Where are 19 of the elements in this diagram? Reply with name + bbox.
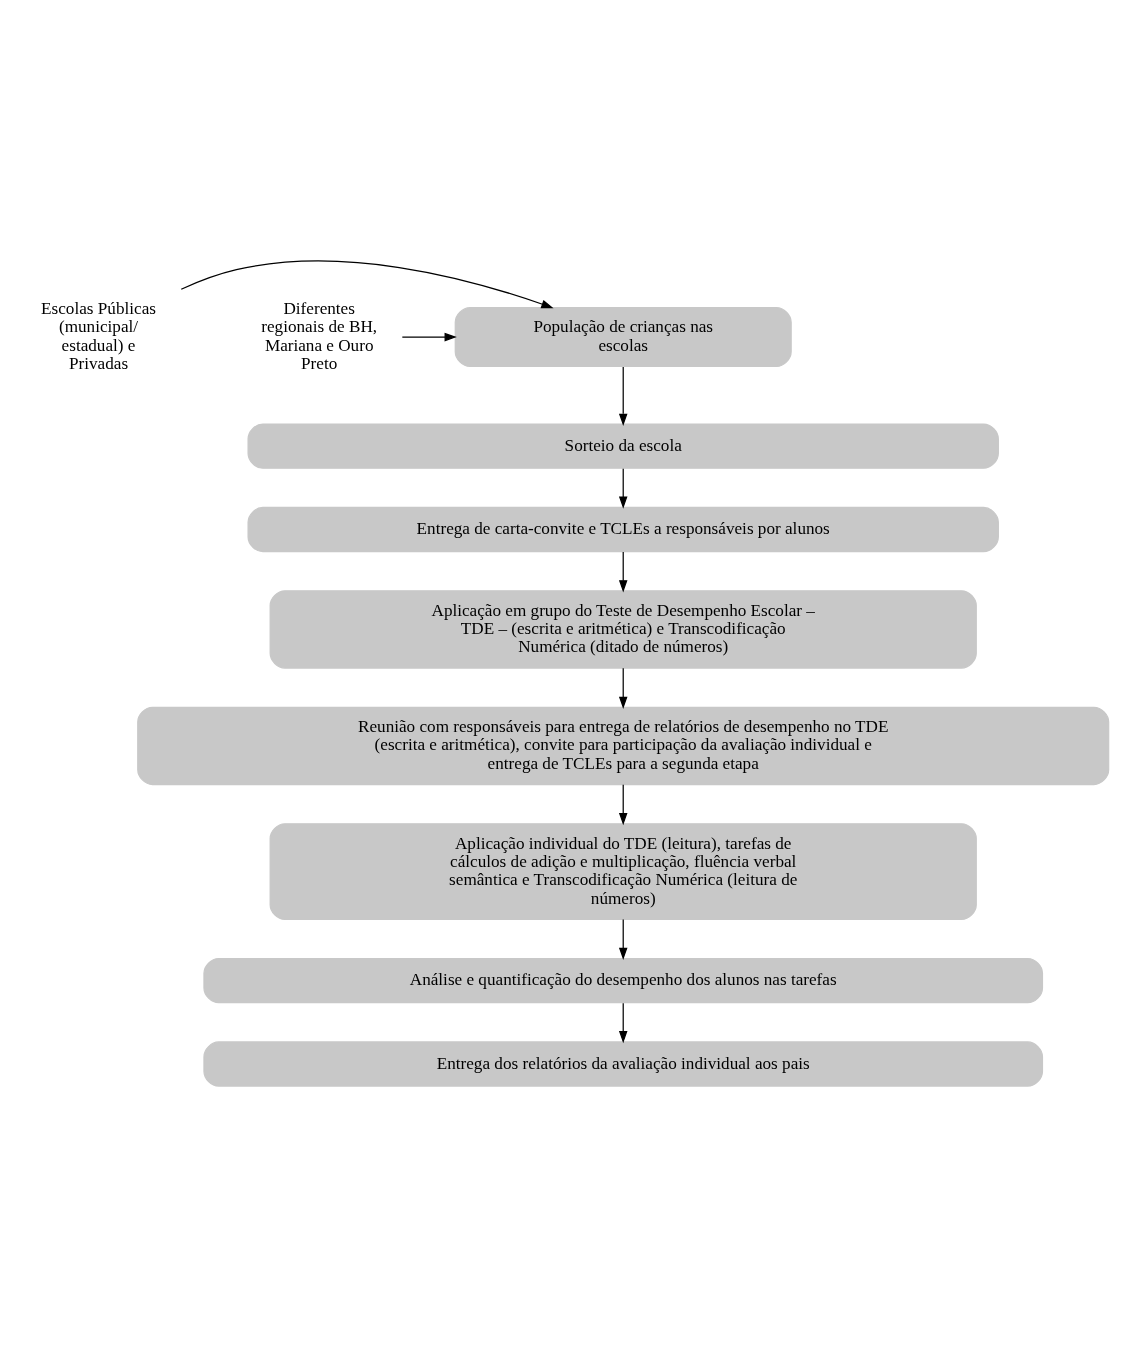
arrow — [401, 332, 457, 342]
node-box: Entrega de carta-convite e TCLEs a responsáveis por alunos — [247, 506, 999, 553]
node-box: Reunião com responsáveis para entrega de relatórios de desempenho no TDE (escrita e aritmética), convite para participação da avaliação individual e entrega de TCLEs para a segunda etapa — [137, 706, 1110, 786]
arrow — [618, 366, 628, 426]
arrow — [618, 918, 628, 960]
arrow — [618, 667, 628, 709]
node-box: Aplicação individual do TDE (leitura), tarefas de cálculos de adição e multiplicação, fluência verbal semântica e Transcodificação Numérica (leitura de números) — [269, 823, 977, 920]
node-box: Sorteio da escola — [247, 423, 999, 469]
node-box: Aplicação em grupo do Teste de Desempenho Escolar – TDE – (escrita e aritmética) e Transcodificação Numérica (ditado de números) — [269, 590, 977, 669]
node-box: Entrega dos relatórios da avaliação individual aos pais — [203, 1041, 1044, 1087]
node-box: População de crianças nas escolas — [454, 307, 792, 368]
arrow — [180, 260, 554, 309]
arrow — [618, 468, 628, 509]
arrow — [618, 551, 628, 593]
arrow — [618, 784, 628, 826]
node-text: Diferentes regionais de BH, Mariana e Ouro Preto — [261, 299, 378, 374]
arrow — [618, 1002, 628, 1044]
node-box: Análise e quantificação do desempenho dos alunos nas tarefas — [203, 958, 1044, 1004]
node-text: Escolas Públicas (municipal/ estadual) e Privadas — [41, 299, 156, 374]
